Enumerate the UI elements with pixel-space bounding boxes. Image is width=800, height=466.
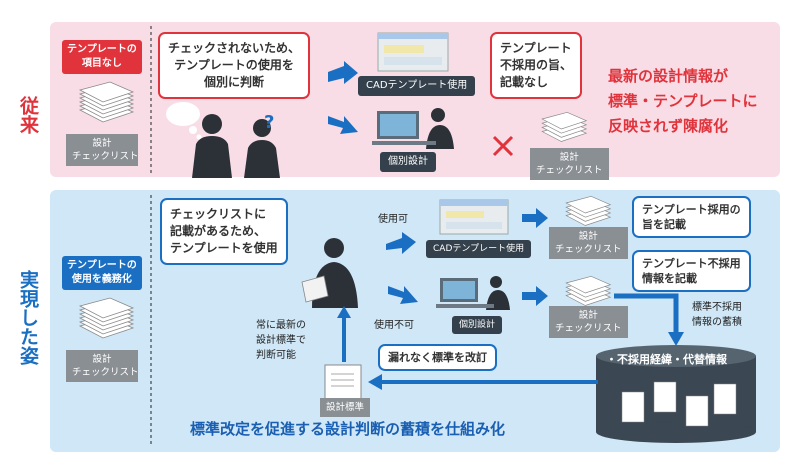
document-stack-icon [565, 275, 612, 306]
mandatory-template-tag: テンプレートの 使用を義務化 [62, 256, 142, 290]
database-label: ・不採用経緯・代替情報 [606, 353, 727, 366]
arrow-to-checklist-2 [522, 286, 548, 306]
cad-template-tag: CADテンプレート使用 [426, 240, 532, 258]
arrow-up-to-reviewer [337, 306, 351, 362]
individual-design-tag: 個別設計 [380, 152, 436, 172]
design-checklist-tag: 設計 チェックリスト [530, 148, 609, 180]
design-checklist-tag: 設計 チェックリスト [549, 306, 628, 338]
divider [150, 195, 152, 445]
obsolescence-summary: 最新の設計情報が 標準・テンプレートに 反映されず陳腐化 [608, 67, 758, 135]
no-record-bubble: テンプレート 不採用の旨、 記載なし [490, 32, 583, 99]
arrow-to-individual [388, 286, 418, 304]
cross-icon [492, 135, 514, 157]
current-state-label: 従来 [17, 96, 39, 134]
judgment-text: 常に最新の 設計標準で 判断可能 [256, 320, 306, 361]
cad-screen-icon [377, 32, 449, 72]
arrow-to-standard [368, 374, 598, 390]
thought-bubble-icon [166, 102, 202, 140]
design-checklist-tag: 設計 チェックリスト [66, 350, 139, 382]
design-checklist-tag: 設計 チェックリスト [66, 134, 139, 166]
designers-icon [192, 114, 280, 178]
checklist-use-bubble: チェックリストに 記載があるため、 テンプレートを使用 [160, 198, 288, 265]
design-checklist-tag: 設計 チェックリスト [549, 227, 628, 259]
conclusion-text: 標準改定を促進する設計判断の蓄積を仕組み化 [190, 420, 506, 438]
usable-label: 使用可 [378, 214, 408, 225]
document-stack-icon [78, 297, 135, 339]
question-mark: ? [264, 112, 275, 133]
arrow-to-individual [328, 116, 358, 134]
arrow-to-cad [328, 61, 358, 84]
database-icon [596, 345, 756, 443]
document-stack-icon [565, 195, 612, 226]
individual-design-tag: 個別設計 [452, 316, 503, 334]
achieved-state-label: 実現した姿 [17, 269, 39, 365]
reviewer-icon [301, 238, 358, 308]
standard-document-icon [324, 364, 362, 404]
adopted-record-bubble: テンプレート採用の 旨を記載 [632, 196, 751, 238]
arrow-to-cad [386, 232, 416, 254]
cad-screen-icon [439, 199, 509, 235]
unchecked-judgment-bubble: チェックされないため、 テンプレートの使用を 個別に判断 [158, 32, 311, 99]
revise-standard-bubble: 漏れなく標準を改訂 [378, 344, 497, 371]
accumulation-text: 標準不採用 情報の蓄積 [692, 302, 742, 328]
arrow-to-database [614, 293, 684, 346]
unusable-label: 使用不可 [374, 320, 414, 331]
design-standard-tag: 設計標準 [320, 398, 371, 417]
cad-template-tag: CADテンプレート使用 [358, 76, 476, 96]
document-stack-icon [78, 81, 135, 123]
divider [150, 26, 152, 174]
arrow-to-checklist-1 [522, 208, 548, 228]
workstation-icon [372, 108, 454, 149]
not-adopted-record-bubble: テンプレート不採用 情報を記載 [632, 250, 751, 292]
document-stack-icon [541, 111, 588, 142]
no-template-item-tag: テンプレートの 項目なし [62, 40, 142, 74]
workstation-icon [436, 276, 510, 310]
